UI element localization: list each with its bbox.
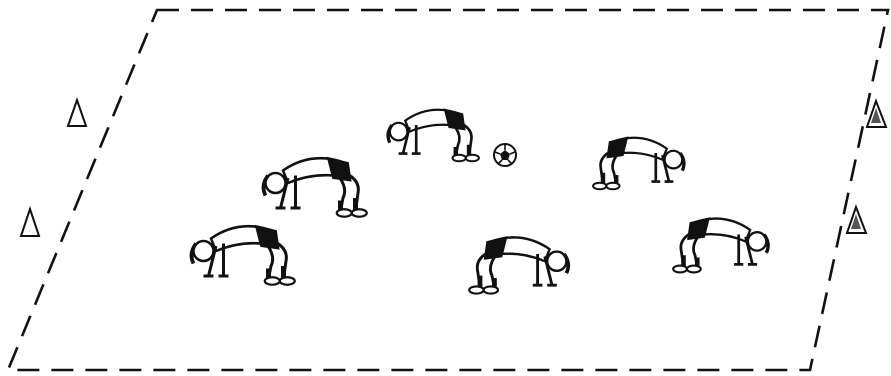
field-boundary bbox=[8, 10, 888, 370]
player-bottom-center bbox=[469, 237, 568, 293]
soccer-ball-icon bbox=[494, 144, 516, 166]
player-bottom-right bbox=[673, 218, 768, 272]
player-top-center bbox=[388, 110, 479, 162]
cone-right-lower-icon bbox=[847, 207, 866, 233]
player-top-right bbox=[593, 138, 684, 190]
cone-left-lower-icon bbox=[21, 209, 39, 236]
cone-left-upper-icon bbox=[68, 100, 86, 126]
cone-right-upper-icon bbox=[867, 101, 886, 127]
player-middle-left bbox=[264, 158, 367, 217]
player-bottom-left bbox=[192, 226, 295, 285]
